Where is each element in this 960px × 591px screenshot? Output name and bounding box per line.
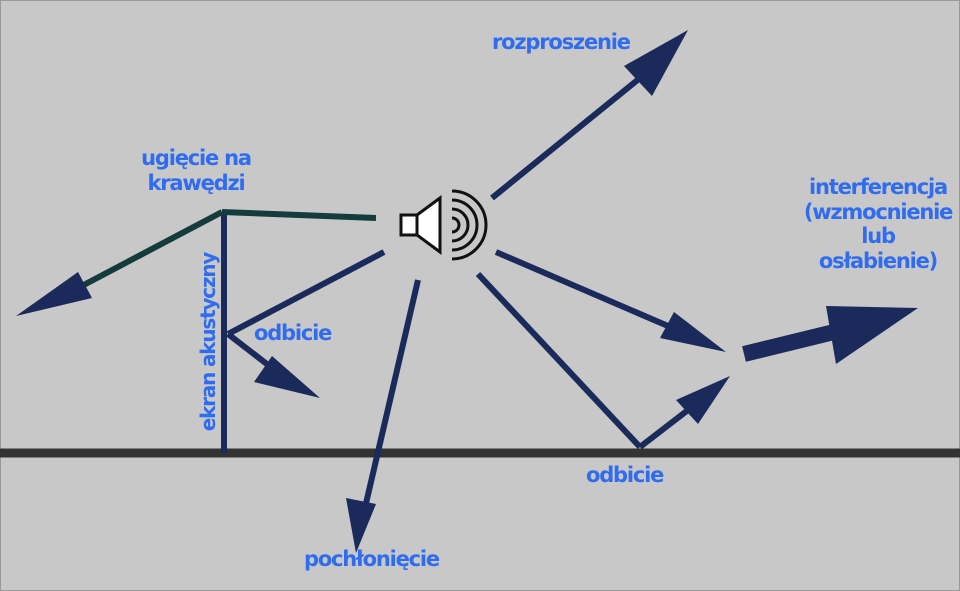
label-interferencja-line2: (wzmocnienie <box>803 199 954 224</box>
scatter-ray-line <box>490 75 642 201</box>
loudspeaker-icon <box>399 189 488 261</box>
diffraction-continuation-line <box>76 209 224 291</box>
label-pochloniecie: pochłonięcie <box>304 547 440 571</box>
label-interferencja-line4: osłabienie) <box>818 248 938 273</box>
label-odbicie-ground: odbicie <box>586 463 664 487</box>
label-interferencja-line1: interferencja <box>809 175 948 199</box>
label-ekran-akustyczny: ekran akustyczny <box>196 252 220 432</box>
label-interferencja-line3: lub <box>861 224 896 249</box>
interference-arrowhead <box>826 306 918 364</box>
ground-reflected-ray <box>638 407 690 450</box>
screen-reflected-ray <box>226 331 274 371</box>
scatter-arrowhead <box>624 30 688 96</box>
absorption-arrowhead <box>346 498 376 553</box>
screen-incident-ray <box>226 249 386 337</box>
ground-incident-ray <box>475 271 643 450</box>
absorption-ray-line <box>361 279 421 513</box>
label-rozproszenie: rozproszenie <box>492 30 631 54</box>
diffraction-arrowhead <box>16 272 92 316</box>
label-odbicie-screen: odbicie <box>254 321 332 345</box>
direct-ray-line <box>494 249 670 329</box>
interference-arrow-line <box>742 324 836 362</box>
label-ugiecie: ugięcie na krawędzi <box>132 146 260 196</box>
label-ugiecie-line1: ugięcie na <box>141 146 252 170</box>
screen-reflected-arrowhead <box>254 356 320 398</box>
direct-ray-arrowhead <box>660 312 726 352</box>
label-interferencja: interferencja (wzmocnienie lub osłabieni… <box>798 175 958 273</box>
label-ugiecie-line2: krawędzi <box>147 171 246 196</box>
ground-reflected-arrowhead <box>676 376 730 424</box>
diffraction-ray-line <box>221 209 377 221</box>
